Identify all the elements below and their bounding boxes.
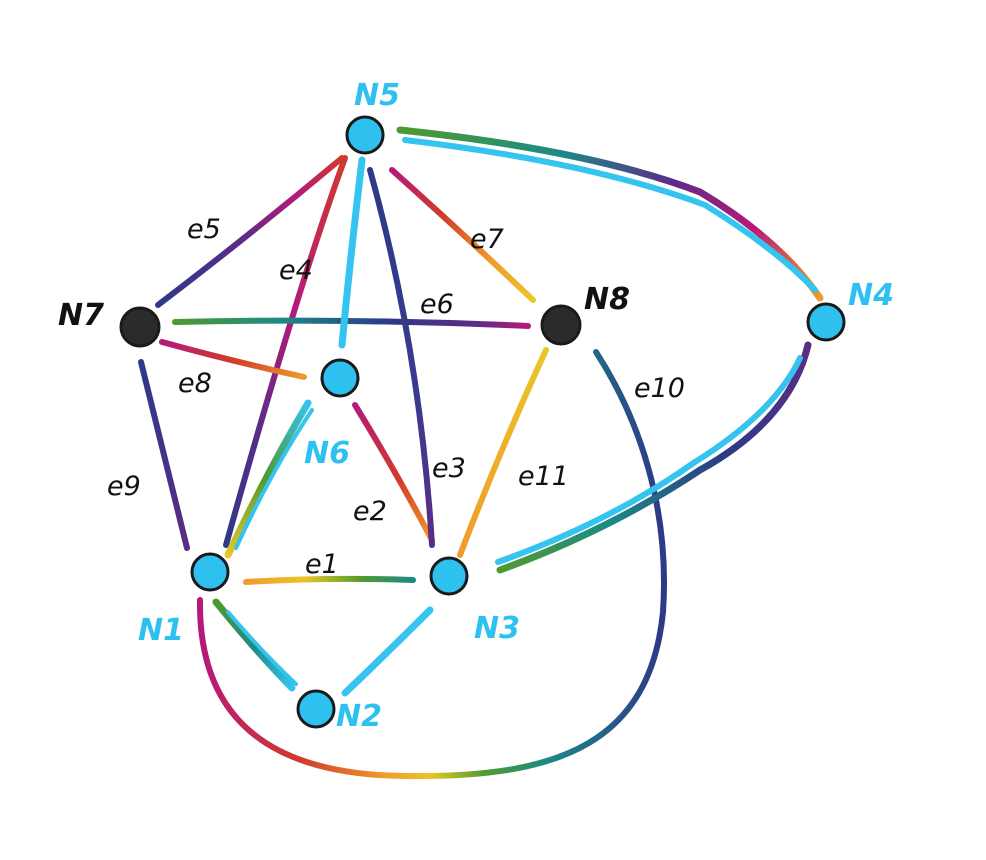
node-n8[interactable]: [540, 304, 582, 346]
edge-highlight-c5-overlay: [402, 137, 818, 293]
edge-e7: [389, 167, 536, 303]
edge-c1: [338, 156, 366, 349]
edge-e5: [155, 155, 345, 308]
edge-e9: [138, 359, 190, 551]
edge-e8: [159, 339, 307, 380]
edge-label-e4: e4: [279, 255, 313, 286]
edge-label-e2: e2: [353, 496, 387, 527]
node-label-n1: N1: [138, 613, 184, 648]
edge-label-e10: e10: [634, 373, 685, 404]
node-label-n4: N4: [848, 278, 894, 313]
node-n4[interactable]: [806, 302, 846, 342]
nodes-layer: [119, 115, 846, 729]
edge-e2: [352, 402, 435, 543]
edge-highlight-c6-overlay: [495, 355, 803, 565]
edge-c3: [212, 598, 296, 692]
edge-label-e9: e9: [107, 471, 141, 502]
node-label-n3: N3: [474, 611, 520, 646]
edge-label-e11: e11: [518, 461, 569, 492]
edge-c5: [396, 126, 824, 302]
node-label-n2: N2: [336, 699, 382, 734]
edge-highlight-c3-overlay: [226, 610, 298, 686]
edge-e1: [243, 575, 416, 585]
node-label-n5: N5: [354, 78, 400, 113]
edge-label-e7: e7: [470, 224, 504, 255]
node-n6[interactable]: [320, 358, 360, 398]
node-n7[interactable]: [119, 306, 161, 348]
edge-c6: [496, 341, 812, 574]
edge-e6: [172, 317, 531, 329]
edge-e4: [223, 155, 348, 548]
edge-e10: [196, 349, 667, 780]
edges-layer: [138, 126, 824, 780]
node-n3[interactable]: [429, 556, 469, 596]
node-label-n7: N7: [58, 298, 104, 333]
edge-c4: [341, 606, 434, 697]
edge-e11: [457, 347, 549, 558]
node-n2[interactable]: [296, 689, 336, 729]
node-label-n6: N6: [304, 436, 350, 471]
edge-label-e5: e5: [187, 214, 221, 245]
edge-label-e8: e8: [178, 368, 212, 399]
edge-label-e6: e6: [420, 289, 454, 320]
node-label-n8: N8: [584, 282, 630, 317]
edge-label-e3: e3: [432, 453, 466, 484]
edge-label-e1: e1: [305, 549, 339, 580]
node-n5[interactable]: [345, 115, 385, 155]
node-n1[interactable]: [190, 552, 230, 592]
edge-highlight-c2-overlay: [234, 408, 314, 550]
edge-c2: [224, 399, 312, 559]
edge-e3: [367, 167, 435, 548]
